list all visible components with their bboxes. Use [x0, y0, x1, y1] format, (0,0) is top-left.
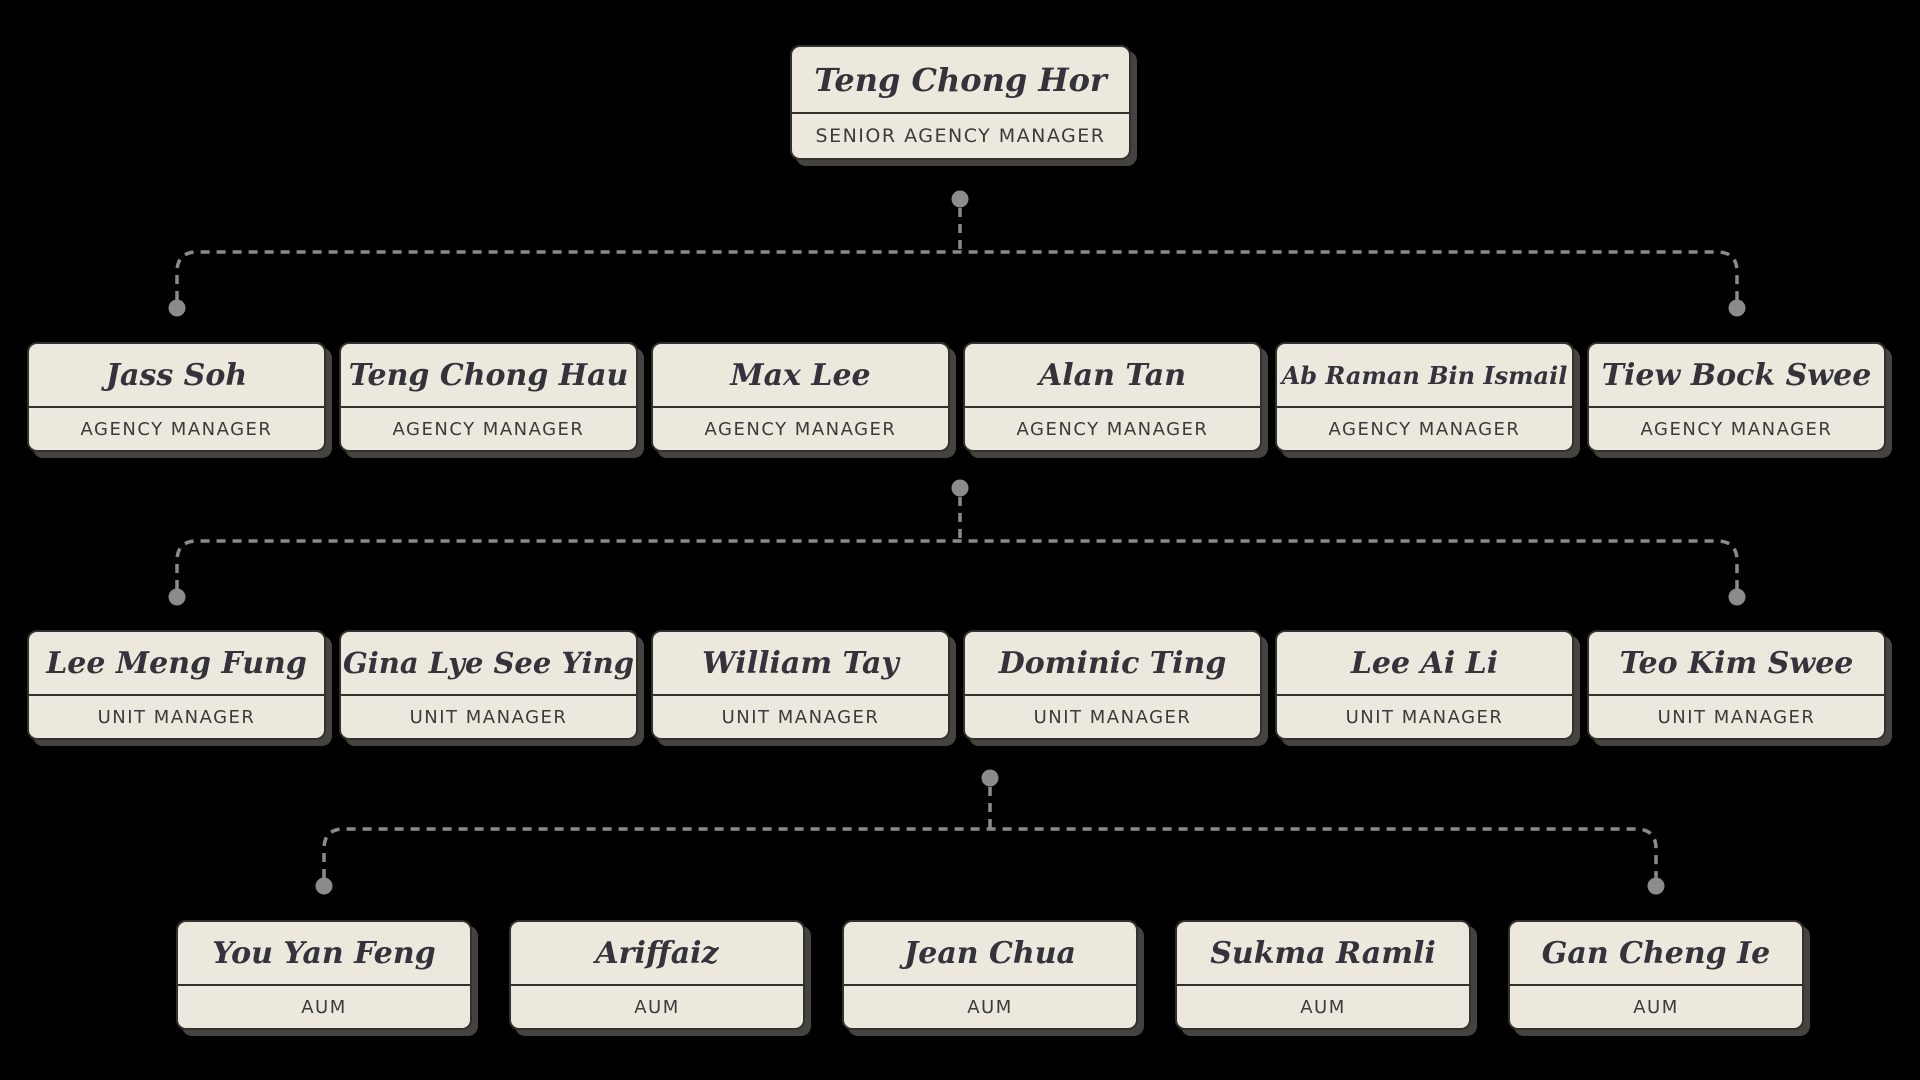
person-name: Ab Raman Bin Ismail [1277, 344, 1572, 408]
person-name: Tiew Bock Swee [1589, 344, 1884, 408]
node-teng-chong-hau: Teng Chong Hau AGENCY MANAGER [339, 342, 638, 452]
person-name: Gan Cheng Ie [1510, 922, 1802, 986]
person-title: AGENCY MANAGER [392, 418, 585, 440]
person-title: UNIT MANAGER [1033, 706, 1192, 728]
person-name: Alan Tan [965, 344, 1260, 408]
person-name: William Tay [653, 632, 948, 696]
person-title: AUM [301, 996, 347, 1018]
node-ariffaiz: Ariffaiz AUM [509, 920, 805, 1030]
person-title: AUM [634, 996, 680, 1018]
person-title: UNIT MANAGER [1657, 706, 1816, 728]
person-title: AGENCY MANAGER [704, 418, 897, 440]
person-title: AGENCY MANAGER [1640, 418, 1833, 440]
node-gan-cheng-ie: Gan Cheng Ie AUM [1508, 920, 1804, 1030]
person-name: Gina Lye See Ying [341, 632, 636, 696]
node-you-yan-feng: You Yan Feng AUM [176, 920, 472, 1030]
node-teng-chong-hor: Teng Chong Hor SENIOR AGENCY MANAGER [790, 45, 1131, 160]
connector-root-to-agency-managers [168, 190, 1746, 317]
node-lee-ai-li: Lee Ai Li UNIT MANAGER [1275, 630, 1574, 740]
person-name: Ariffaiz [511, 922, 803, 986]
node-teo-kim-swee: Teo Kim Swee UNIT MANAGER [1587, 630, 1886, 740]
person-title: AUM [1300, 996, 1346, 1018]
person-title: UNIT MANAGER [97, 706, 256, 728]
person-title: AGENCY MANAGER [1328, 418, 1521, 440]
person-title: UNIT MANAGER [1345, 706, 1504, 728]
person-name: Teng Chong Hor [792, 47, 1129, 114]
person-name: Sukma Ramli [1177, 922, 1469, 986]
node-william-tay: William Tay UNIT MANAGER [651, 630, 950, 740]
node-sukma-ramli: Sukma Ramli AUM [1175, 920, 1471, 1030]
node-jean-chua: Jean Chua AUM [842, 920, 1138, 1030]
person-title: AGENCY MANAGER [1016, 418, 1209, 440]
person-name: Teo Kim Swee [1589, 632, 1884, 696]
person-name: Lee Ai Li [1277, 632, 1572, 696]
person-title: SENIOR AGENCY MANAGER [815, 125, 1106, 147]
connector-agency-to-unit-managers [168, 479, 1746, 606]
node-ab-raman-bin-ismail: Ab Raman Bin Ismail AGENCY MANAGER [1275, 342, 1574, 452]
person-title: AUM [1633, 996, 1679, 1018]
node-max-lee: Max Lee AGENCY MANAGER [651, 342, 950, 452]
node-dominic-ting: Dominic Ting UNIT MANAGER [963, 630, 1262, 740]
person-name: Dominic Ting [965, 632, 1260, 696]
person-title: AUM [967, 996, 1013, 1018]
person-name: Jean Chua [844, 922, 1136, 986]
connector-unit-managers-to-aum [315, 769, 1665, 895]
person-name: Teng Chong Hau [341, 344, 636, 408]
node-lee-meng-fung: Lee Meng Fung UNIT MANAGER [27, 630, 326, 740]
node-tiew-bock-swee: Tiew Bock Swee AGENCY MANAGER [1587, 342, 1886, 452]
row-senior-agency-manager: Teng Chong Hor SENIOR AGENCY MANAGER [790, 45, 1131, 160]
person-title: AGENCY MANAGER [80, 418, 273, 440]
node-gina-lye-see-ying: Gina Lye See Ying UNIT MANAGER [339, 630, 638, 740]
node-jass-soh: Jass Soh AGENCY MANAGER [27, 342, 326, 452]
person-title: UNIT MANAGER [409, 706, 568, 728]
person-title: UNIT MANAGER [721, 706, 880, 728]
row-agency-managers: Jass Soh AGENCY MANAGER Teng Chong Hau A… [27, 342, 1886, 452]
node-alan-tan: Alan Tan AGENCY MANAGER [963, 342, 1262, 452]
person-name: Max Lee [653, 344, 948, 408]
row-aum: You Yan Feng AUM Ariffaiz AUM Jean Chua … [176, 920, 1804, 1030]
person-name: You Yan Feng [178, 922, 470, 986]
person-name: Lee Meng Fung [29, 632, 324, 696]
person-name: Jass Soh [29, 344, 324, 408]
row-unit-managers: Lee Meng Fung UNIT MANAGER Gina Lye See … [27, 630, 1886, 740]
